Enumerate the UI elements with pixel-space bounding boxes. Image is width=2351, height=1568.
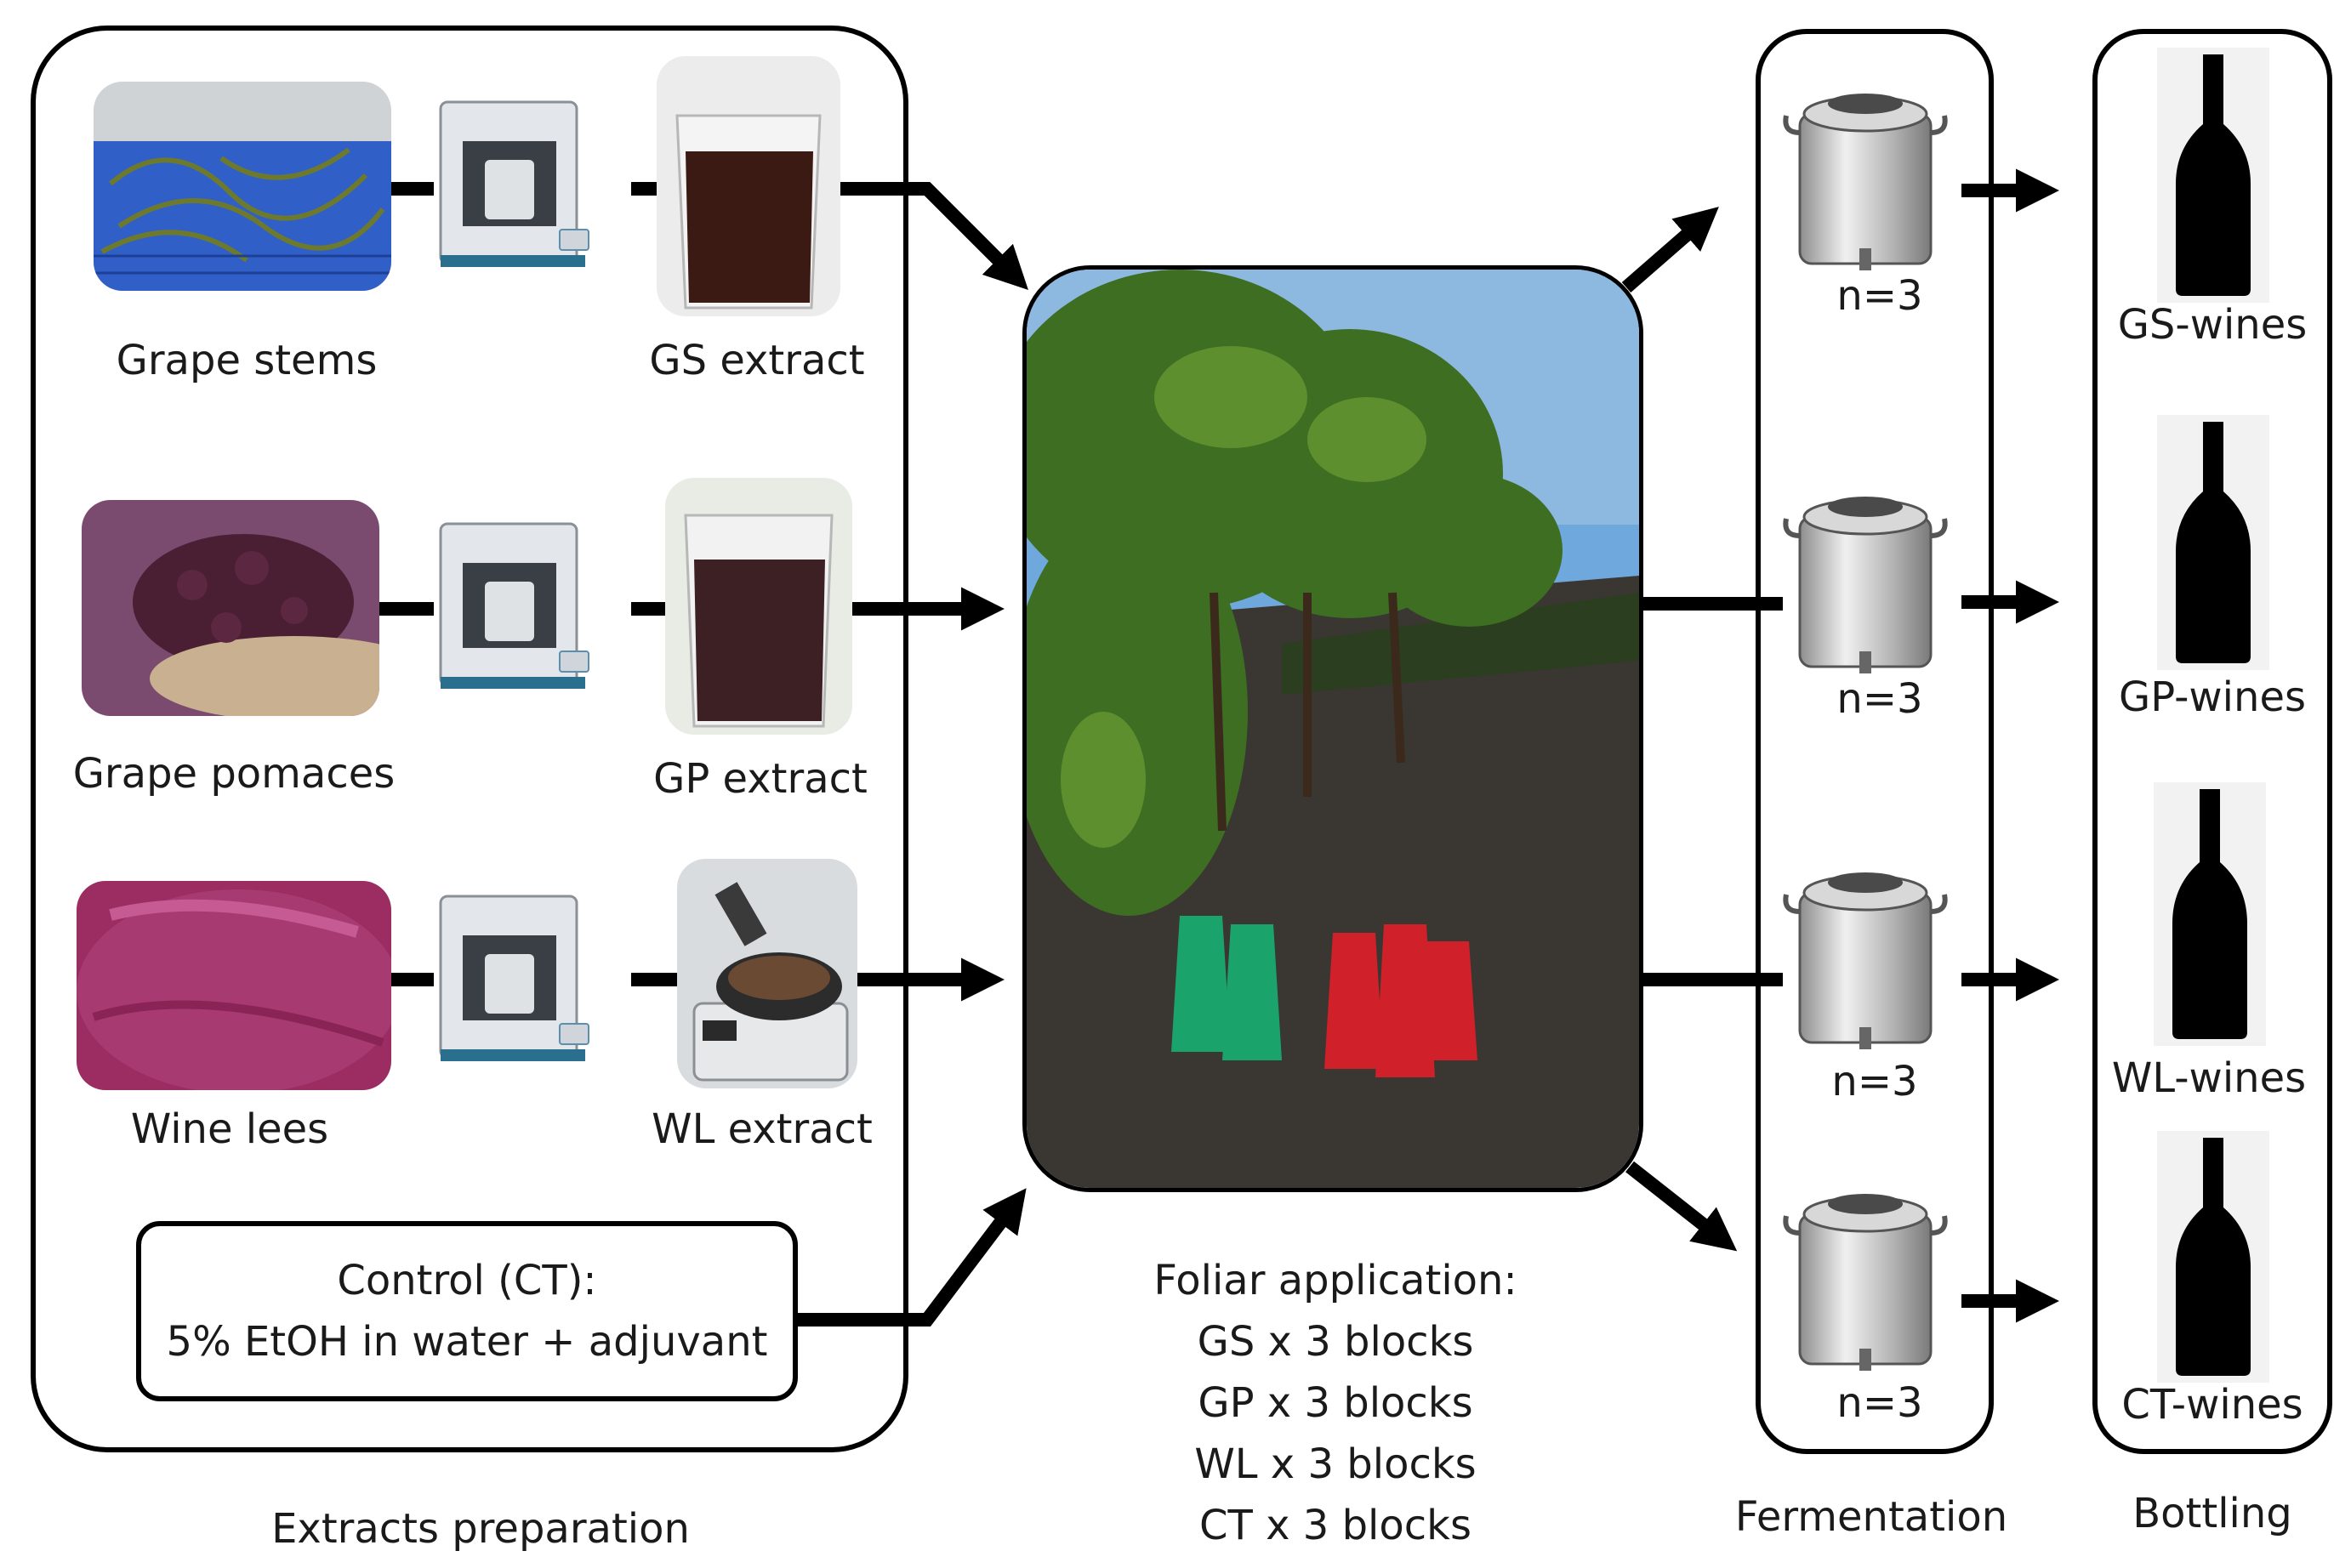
foliar-line-ct: CT x 3 blocks	[1199, 1502, 1472, 1549]
bottling-panel	[2092, 29, 2332, 1454]
wine-label-gs: GS-wines	[2117, 301, 2308, 349]
fermentation-section-title: Fermentation	[1734, 1493, 2008, 1541]
extractor-device-3	[432, 888, 594, 1075]
foliar-application-block: Foliar application: GS x 3 blocks GP x 3…	[1106, 1250, 1565, 1556]
row2-source-label: Grape pomaces	[72, 750, 396, 798]
wine-label-gp: GP-wines	[2119, 673, 2306, 721]
row1-source-label: Grape stems	[116, 337, 378, 384]
wine-label-wl: WL-wines	[2111, 1054, 2307, 1102]
extracts-section-title: Extracts preparation	[271, 1505, 690, 1553]
foliar-line-gp: GP x 3 blocks	[1198, 1379, 1473, 1427]
extractor-device-2	[432, 515, 594, 702]
gs-extract-photo	[657, 56, 840, 316]
arrow-vineyard-to-tank-4	[1625, 1161, 1738, 1252]
grape-pomaces-photo	[82, 500, 379, 716]
control-title: Control (CT):	[337, 1257, 597, 1304]
fermentation-panel	[1756, 29, 1994, 1454]
arrow-vineyard-to-tank-1	[1621, 207, 1719, 293]
row2-extract-label: GP extract	[653, 755, 868, 803]
foliar-title: Foliar application:	[1153, 1257, 1517, 1304]
gp-extract-photo	[665, 478, 852, 735]
tank-count-3: n=3	[1831, 1058, 1918, 1105]
extractor-device-1	[432, 94, 594, 281]
foliar-line-wl: WL x 3 blocks	[1194, 1440, 1477, 1488]
tank-count-2: n=3	[1836, 675, 1923, 723]
row3-source-label: Wine lees	[130, 1105, 329, 1153]
tank-count-4: n=3	[1836, 1379, 1923, 1427]
row1-extract-label: GS extract	[649, 337, 865, 384]
wl-extract-photo	[677, 859, 857, 1088]
grape-stems-photo	[94, 82, 391, 291]
control-box: Control (CT): 5% EtOH in water + adjuvan…	[136, 1221, 798, 1401]
bottling-section-title: Bottling	[2132, 1490, 2292, 1537]
foliar-line-gs: GS x 3 blocks	[1197, 1318, 1474, 1366]
extracts-panel	[31, 26, 908, 1452]
row3-extract-label: WL extract	[652, 1105, 873, 1153]
vineyard-photo	[1022, 265, 1643, 1192]
control-description: 5% EtOH in water + adjuvant	[166, 1318, 768, 1366]
wine-label-ct: CT-wines	[2121, 1381, 2303, 1429]
tank-count-1: n=3	[1836, 272, 1923, 320]
wine-lees-photo	[77, 881, 391, 1090]
